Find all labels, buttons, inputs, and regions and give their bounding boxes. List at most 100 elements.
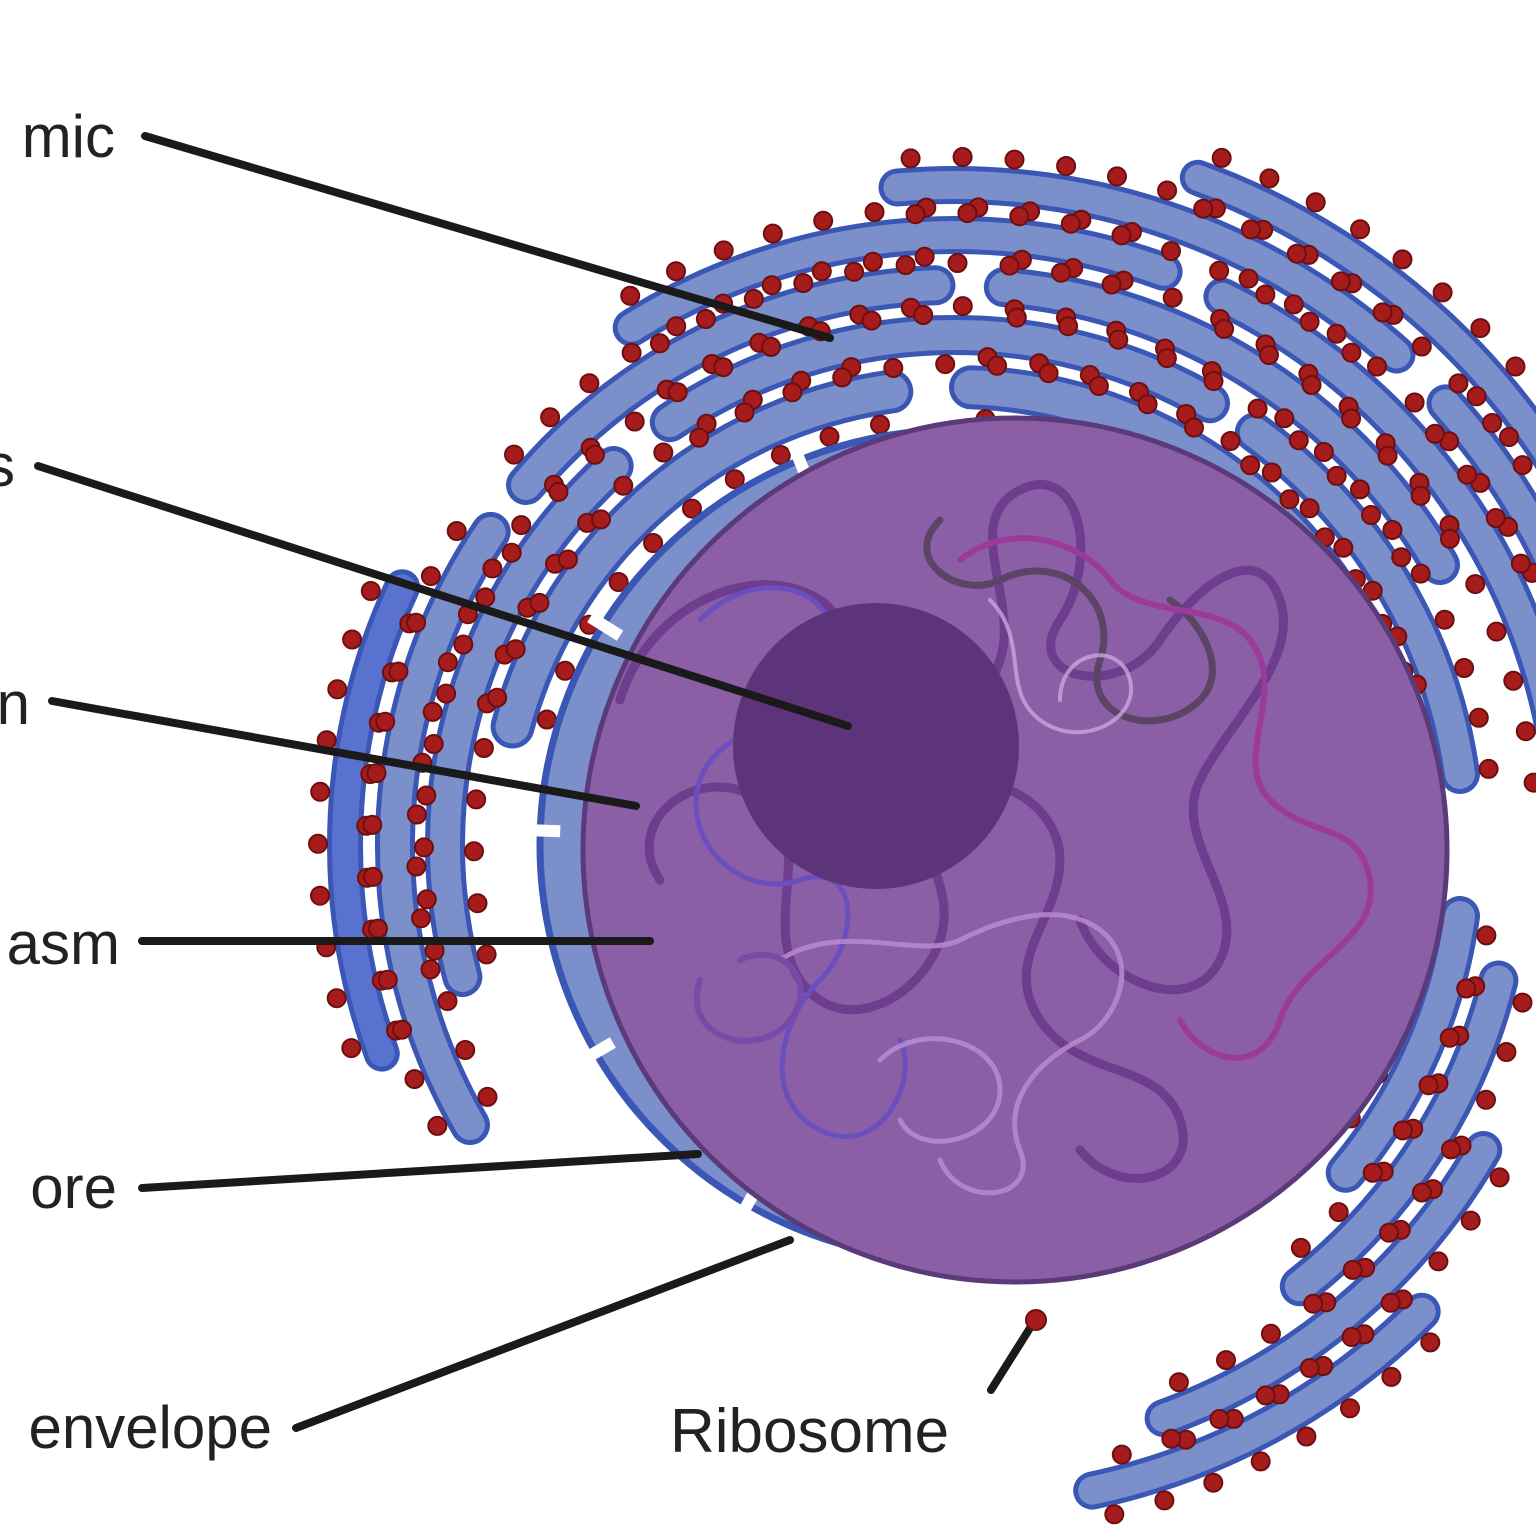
ribosome [360, 581, 381, 601]
ribosome [437, 652, 458, 673]
ribosome [1476, 925, 1497, 946]
ribosome [1203, 371, 1224, 392]
ribosome [455, 1040, 476, 1060]
nucleolus [733, 603, 1019, 889]
ribosome [464, 841, 484, 862]
ribosome [1326, 323, 1347, 344]
nuclear-envelope-leader-line [292, 1236, 794, 1432]
ribosome [1326, 465, 1347, 486]
ribosome [1238, 268, 1259, 289]
ribosome [1255, 1385, 1276, 1406]
ribosome [1465, 574, 1486, 595]
ribosome [1510, 553, 1531, 574]
ribosome [770, 445, 791, 466]
ribosome [406, 612, 427, 633]
ribosome [388, 661, 409, 682]
ribosome [1288, 430, 1309, 451]
ribosome [1330, 271, 1351, 292]
ribosome [1439, 528, 1460, 549]
er-cisterna [1184, 164, 1536, 461]
ribosome [1404, 392, 1425, 413]
ribosome [1328, 1202, 1349, 1223]
ribosome [1104, 1504, 1125, 1525]
nuclear-pore [525, 824, 561, 838]
ribosome [1441, 1139, 1461, 1160]
nuclear-envelope-label: envelope [28, 1394, 272, 1461]
ribosome [536, 709, 557, 730]
ribosome [308, 833, 328, 854]
ribosome [1038, 363, 1059, 384]
ribosome [1523, 772, 1536, 793]
ribosome [1004, 149, 1025, 170]
ribosome [427, 1115, 448, 1136]
ribosome-label: Ribosome [670, 1397, 949, 1466]
nucleolus-leader-line [34, 462, 852, 730]
ribosome [761, 275, 782, 296]
ribosome [1216, 1350, 1236, 1371]
ribosome [734, 402, 755, 423]
ribosome [1486, 621, 1507, 642]
ribosome [505, 639, 526, 660]
ribosome [555, 660, 576, 681]
ribosome [1410, 485, 1431, 506]
ribosome [1088, 376, 1109, 396]
ribosome [1482, 413, 1503, 433]
ribosome [1261, 462, 1282, 483]
ribosome [987, 355, 1008, 376]
er-cisterna [1284, 965, 1514, 1302]
ribosome [1350, 219, 1371, 240]
ribosome [473, 738, 494, 758]
ribosome [1161, 1428, 1182, 1449]
ribosome [377, 969, 398, 990]
ribosome [1428, 1251, 1449, 1272]
ribosome [782, 382, 803, 403]
ribosome [436, 683, 457, 704]
ribosome [1503, 670, 1524, 691]
ribosome [1496, 1042, 1517, 1062]
ribosome [557, 549, 578, 570]
ribosome [1250, 1451, 1271, 1472]
ribosome [310, 885, 330, 906]
ribosome [608, 572, 629, 592]
ribosome [1372, 302, 1393, 323]
ribosome [548, 481, 569, 502]
leader-lines [34, 132, 1034, 1432]
ribosome [362, 814, 383, 835]
ribosome [1432, 282, 1453, 303]
ribosome [935, 354, 956, 375]
ribosome [1296, 1426, 1317, 1447]
ribosome [362, 866, 383, 887]
ribosome [1240, 455, 1261, 476]
ribosome [466, 789, 487, 810]
ribosome [1101, 274, 1122, 295]
ribosome [832, 367, 853, 388]
ribosome [913, 305, 934, 325]
er-cisterna [1208, 282, 1536, 713]
ribosome [1255, 284, 1276, 305]
ribosome [1305, 192, 1326, 213]
ribosome [368, 918, 388, 939]
ribosome [1168, 1372, 1189, 1393]
ribosome [1342, 1259, 1363, 1280]
ribosome [423, 734, 444, 754]
ribosome [1209, 1409, 1230, 1429]
ribosome-leader-line [987, 1324, 1034, 1394]
ribosome [819, 426, 840, 447]
ribosome [624, 411, 645, 432]
ribosome [1162, 287, 1183, 308]
ribosome [1418, 1075, 1439, 1096]
ribosome [813, 210, 834, 231]
ribosome [1425, 423, 1445, 444]
nucleoplasm-label: asm [7, 910, 120, 977]
ribosome [1466, 386, 1487, 407]
er-cisterna [1330, 901, 1475, 1188]
ribosome [1367, 356, 1387, 377]
ribosome [1485, 508, 1506, 528]
ribosome [905, 204, 926, 225]
er-cisterna [1239, 417, 1475, 789]
ribosome [416, 785, 437, 806]
er-cisterna [1431, 389, 1536, 563]
ribosome [1381, 1366, 1402, 1387]
ribosome [1340, 1398, 1360, 1419]
er-cisterna [430, 451, 629, 992]
